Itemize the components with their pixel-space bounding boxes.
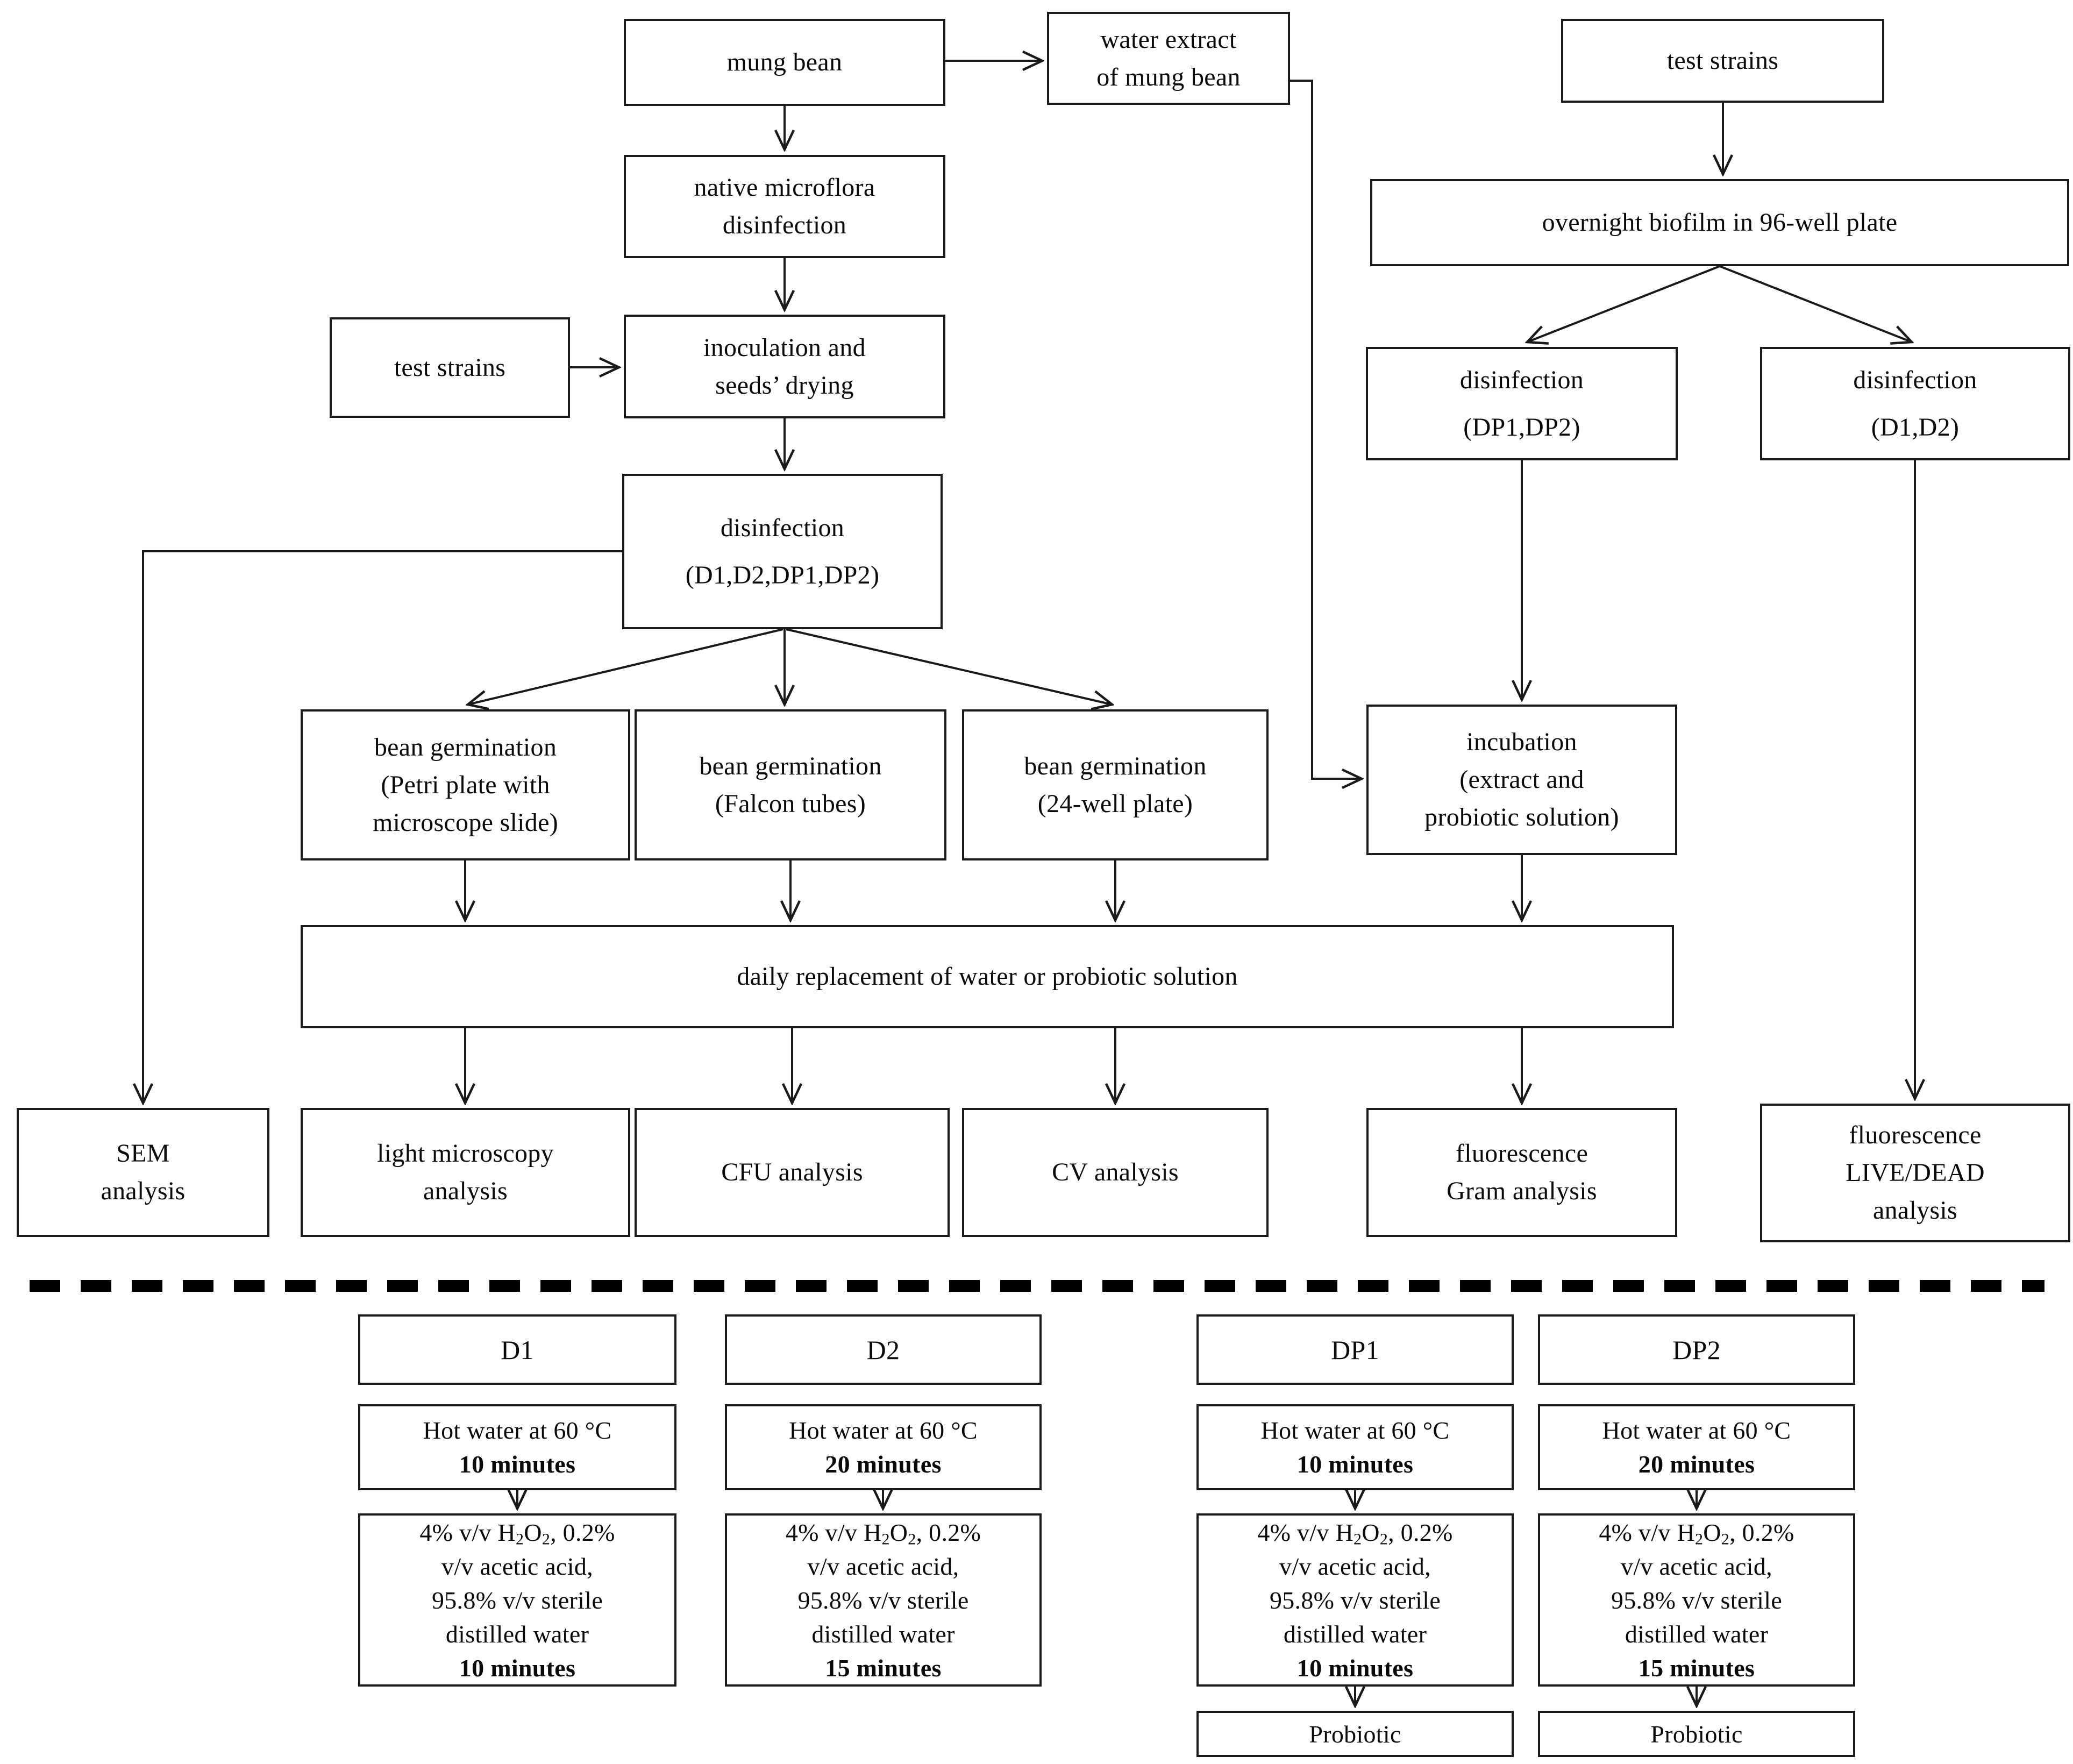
box-test-strains-left: test strains — [330, 317, 570, 418]
dp2-solution-duration: 15 minutes — [1638, 1654, 1755, 1682]
connector-waterextract-to-incubation — [1290, 80, 1362, 779]
box-disinfection-dp: disinfection(DP1,DP2) — [1366, 347, 1678, 460]
dp2-title-label: DP2 — [1672, 1334, 1721, 1365]
connector-disinfection-to-sem — [143, 550, 622, 1103]
daily-replacement-label: daily replacement of water or probiotic … — [737, 962, 1238, 991]
germination-falcon-label: bean germination(Falcon tubes) — [699, 751, 882, 818]
box-germination-24well: bean germination(24-well plate) — [962, 709, 1269, 860]
dp2-solution-line1: 4% v/v H2O2, 0.2% — [1599, 1518, 1794, 1548]
box-germination-falcon: bean germination(Falcon tubes) — [635, 709, 946, 860]
box-cfu-analysis: CFU analysis — [635, 1108, 950, 1237]
box-disinfection-all: disinfection(D1,D2,DP1,DP2) — [622, 474, 943, 629]
cfu-analysis-label: CFU analysis — [721, 1158, 863, 1186]
box-dp2-title: DP2 — [1538, 1314, 1855, 1385]
box-cv-analysis: CV analysis — [962, 1108, 1269, 1237]
box-d2-title: D2 — [725, 1314, 1042, 1385]
dp1-solution-line1: 4% v/v H2O2, 0.2% — [1257, 1518, 1453, 1548]
d1-title-label: D1 — [501, 1334, 534, 1365]
arrow-biofilm-to-disinfection-d — [1719, 265, 1912, 342]
d2-hot-water-label: Hot water at 60 °C — [789, 1417, 978, 1444]
box-dp2-probiotic: Probiotic — [1538, 1711, 1855, 1757]
box-dp1-probiotic: Probiotic — [1196, 1711, 1514, 1757]
box-test-strains-top: test strains — [1561, 19, 1884, 103]
d1-solution-line1: 4% v/v H2O2, 0.2% — [419, 1518, 615, 1548]
mung-bean-label: mung bean — [726, 48, 843, 76]
disinfection-all-label: disinfection(D1,D2,DP1,DP2) — [685, 513, 880, 589]
test-strains-top-label: test strains — [1666, 46, 1779, 75]
arrow-biofilm-to-disinfection-dp — [1527, 265, 1720, 342]
overnight-biofilm-label: overnight biofilm in 96-well plate — [1542, 208, 1898, 237]
box-dp1-solution: 4% v/v H2O2, 0.2% v/v acetic acid,95.8% … — [1196, 1513, 1514, 1687]
dp1-solution-duration: 10 minutes — [1296, 1654, 1414, 1682]
box-overnight-biofilm: overnight biofilm in 96-well plate — [1370, 179, 2069, 266]
arrow-disinfection-to-petri — [468, 628, 783, 705]
box-dp2-hot-water: Hot water at 60 °C 20 minutes — [1538, 1404, 1855, 1490]
box-d1-title: D1 — [358, 1314, 676, 1385]
box-d2-solution: 4% v/v H2O2, 0.2% v/v acetic acid,95.8% … — [725, 1513, 1042, 1687]
dp2-probiotic-label: Probiotic — [1650, 1720, 1743, 1748]
disinfection-d-label: disinfection(D1,D2) — [1853, 365, 1977, 442]
test-strains-left-label: test strains — [394, 353, 506, 382]
d1-solution-duration: 10 minutes — [459, 1654, 576, 1682]
disinfection-dp-label: disinfection(DP1,DP2) — [1459, 365, 1584, 442]
cv-analysis-label: CV analysis — [1052, 1158, 1179, 1186]
dp2-hot-water-label: Hot water at 60 °C — [1602, 1417, 1791, 1444]
dp1-probiotic-label: Probiotic — [1309, 1720, 1401, 1748]
box-daily-replacement: daily replacement of water or probiotic … — [301, 925, 1674, 1028]
box-d1-hot-water: Hot water at 60 °C 10 minutes — [358, 1404, 676, 1490]
box-dp1-title: DP1 — [1196, 1314, 1514, 1385]
d1-hot-water-label: Hot water at 60 °C — [423, 1417, 612, 1444]
box-mung-bean: mung bean — [624, 19, 945, 106]
dp2-hot-water-duration: 20 minutes — [1638, 1450, 1755, 1478]
box-d1-solution: 4% v/v H2O2, 0.2% v/v acetic acid,95.8% … — [358, 1513, 676, 1687]
d2-solution-line1: 4% v/v H2O2, 0.2% — [785, 1518, 981, 1548]
box-dp1-hot-water: Hot water at 60 °C 10 minutes — [1196, 1404, 1514, 1490]
box-disinfection-d: disinfection(D1,D2) — [1760, 347, 2070, 460]
arrow-disinfection-to-24well — [786, 628, 1112, 705]
germination-24well-label: bean germination(24-well plate) — [1024, 751, 1207, 818]
box-dp2-solution: 4% v/v H2O2, 0.2% v/v acetic acid,95.8% … — [1538, 1513, 1855, 1687]
dp1-hot-water-duration: 10 minutes — [1296, 1450, 1414, 1478]
d1-hot-water-duration: 10 minutes — [459, 1450, 576, 1478]
dp1-hot-water-label: Hot water at 60 °C — [1260, 1417, 1450, 1444]
d2-hot-water-duration: 20 minutes — [825, 1450, 942, 1478]
d2-title-label: D2 — [866, 1334, 900, 1365]
box-d2-hot-water: Hot water at 60 °C 20 minutes — [725, 1404, 1042, 1490]
d2-solution-duration: 15 minutes — [825, 1654, 942, 1682]
dp1-title-label: DP1 — [1331, 1334, 1379, 1365]
